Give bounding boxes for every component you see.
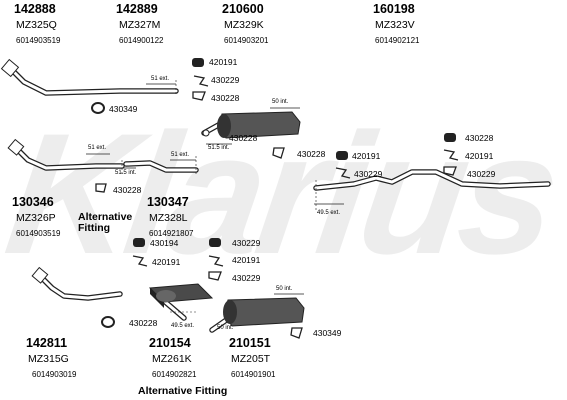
model-code: MZ329K: [224, 19, 264, 31]
oe-number: 6014902821: [152, 370, 197, 379]
dimension-label: 49.5 ext.: [317, 210, 341, 216]
hardware-ref: 430228: [229, 133, 258, 143]
hardware-ref: 430349: [109, 104, 138, 114]
dimension-label: 50 int.: [272, 99, 289, 105]
dimension-label: 51 ext.: [171, 152, 190, 158]
hardware-ref: 430229: [232, 273, 261, 283]
model-code: MZ323V: [375, 19, 415, 31]
clamp-icon: [290, 327, 303, 339]
part-number: 142811: [26, 336, 68, 350]
part-number: 210151: [229, 336, 271, 350]
rear-silencer-210151: [209, 293, 305, 333]
part-number: 142889: [116, 2, 158, 16]
hardware-ref: 430229: [354, 169, 383, 179]
bracket-icon: [208, 255, 224, 267]
oe-number: 6014903519: [16, 229, 61, 238]
oe-number: 6014903201: [224, 36, 269, 45]
hardware-ref: 430229: [211, 75, 240, 85]
dimension-label: 51.5 int.: [208, 145, 230, 151]
dimension-label: 50 int.: [217, 325, 234, 331]
dimension-label: 51 ext.: [151, 76, 170, 82]
hardware-ref: 420191: [465, 151, 494, 161]
model-code: MZ261K: [152, 353, 192, 365]
dimension-label: 49.5 ext.: [171, 323, 195, 329]
hardware-ref: 420191: [232, 255, 261, 265]
part-number: 142888: [14, 2, 56, 16]
clamp-icon: [443, 166, 457, 176]
oe-number: 6014921807: [149, 229, 194, 238]
part-number: 160198: [373, 2, 415, 16]
clamp-icon: [208, 271, 222, 281]
alternative-fitting-note: Alternative Fitting: [78, 211, 133, 234]
bracket-icon: [335, 167, 351, 179]
oe-number: 6014901901: [231, 370, 276, 379]
clamp-icon: [91, 102, 106, 114]
rubber-mount-icon: [192, 58, 204, 67]
oe-number: 6014903519: [16, 36, 61, 45]
hardware-ref: 420191: [152, 257, 181, 267]
clamp-icon: [101, 316, 116, 328]
dimension-label: 50 int.: [276, 286, 293, 292]
hardware-ref: 420191: [352, 151, 381, 161]
hardware-ref: 430228: [465, 133, 494, 143]
bracket-icon: [193, 75, 209, 87]
front-pipe-142888: [0, 58, 179, 96]
hardware-ref: 430228: [113, 185, 142, 195]
rubber-mount-icon: [209, 238, 221, 247]
part-number: 130346: [12, 195, 54, 209]
model-code: MZ328L: [149, 212, 188, 224]
clamp-icon: [192, 91, 206, 101]
bracket-icon: [443, 149, 459, 161]
part-number: 210600: [222, 2, 264, 16]
model-code: MZ315G: [28, 353, 69, 365]
model-code: MZ325Q: [16, 19, 57, 31]
hardware-ref: 430194: [150, 238, 179, 248]
model-code: MZ205T: [231, 353, 271, 365]
hardware-ref: 430228: [297, 149, 326, 159]
middle-silencer-210154: [148, 283, 214, 321]
part-number: 210154: [149, 336, 191, 350]
pipe-130347: [123, 156, 199, 176]
rear-silencer-210600: [201, 107, 301, 145]
rubber-mount-icon: [444, 133, 456, 142]
alternative-fitting-note: Alternative Fitting: [138, 385, 228, 397]
front-pipe-130346: [7, 138, 136, 176]
part-number: 130347: [147, 195, 189, 209]
bracket-icon: [132, 255, 148, 267]
hardware-ref: 430228: [211, 93, 240, 103]
model-code: MZ326P: [16, 212, 56, 224]
rubber-mount-icon: [133, 238, 145, 247]
hardware-ref: 430229: [232, 238, 261, 248]
model-code: MZ327M: [119, 19, 161, 31]
hardware-ref: 420191: [209, 57, 238, 67]
oe-number: 6014903019: [32, 370, 77, 379]
hardware-ref: 430349: [313, 328, 342, 338]
clamp-icon: [95, 183, 107, 193]
hardware-ref: 430228: [129, 318, 158, 328]
front-pipe-142811: [31, 266, 123, 301]
dimension-label: 51 ext.: [88, 145, 107, 151]
clamp-icon: [272, 147, 285, 159]
tail-pipe-160198: [313, 169, 551, 212]
oe-number: 6014900122: [119, 36, 164, 45]
dimension-label: 51.5 int.: [115, 170, 137, 176]
oe-number: 6014902121: [375, 36, 420, 45]
hardware-ref: 430229: [467, 169, 496, 179]
rubber-mount-icon: [336, 151, 348, 160]
